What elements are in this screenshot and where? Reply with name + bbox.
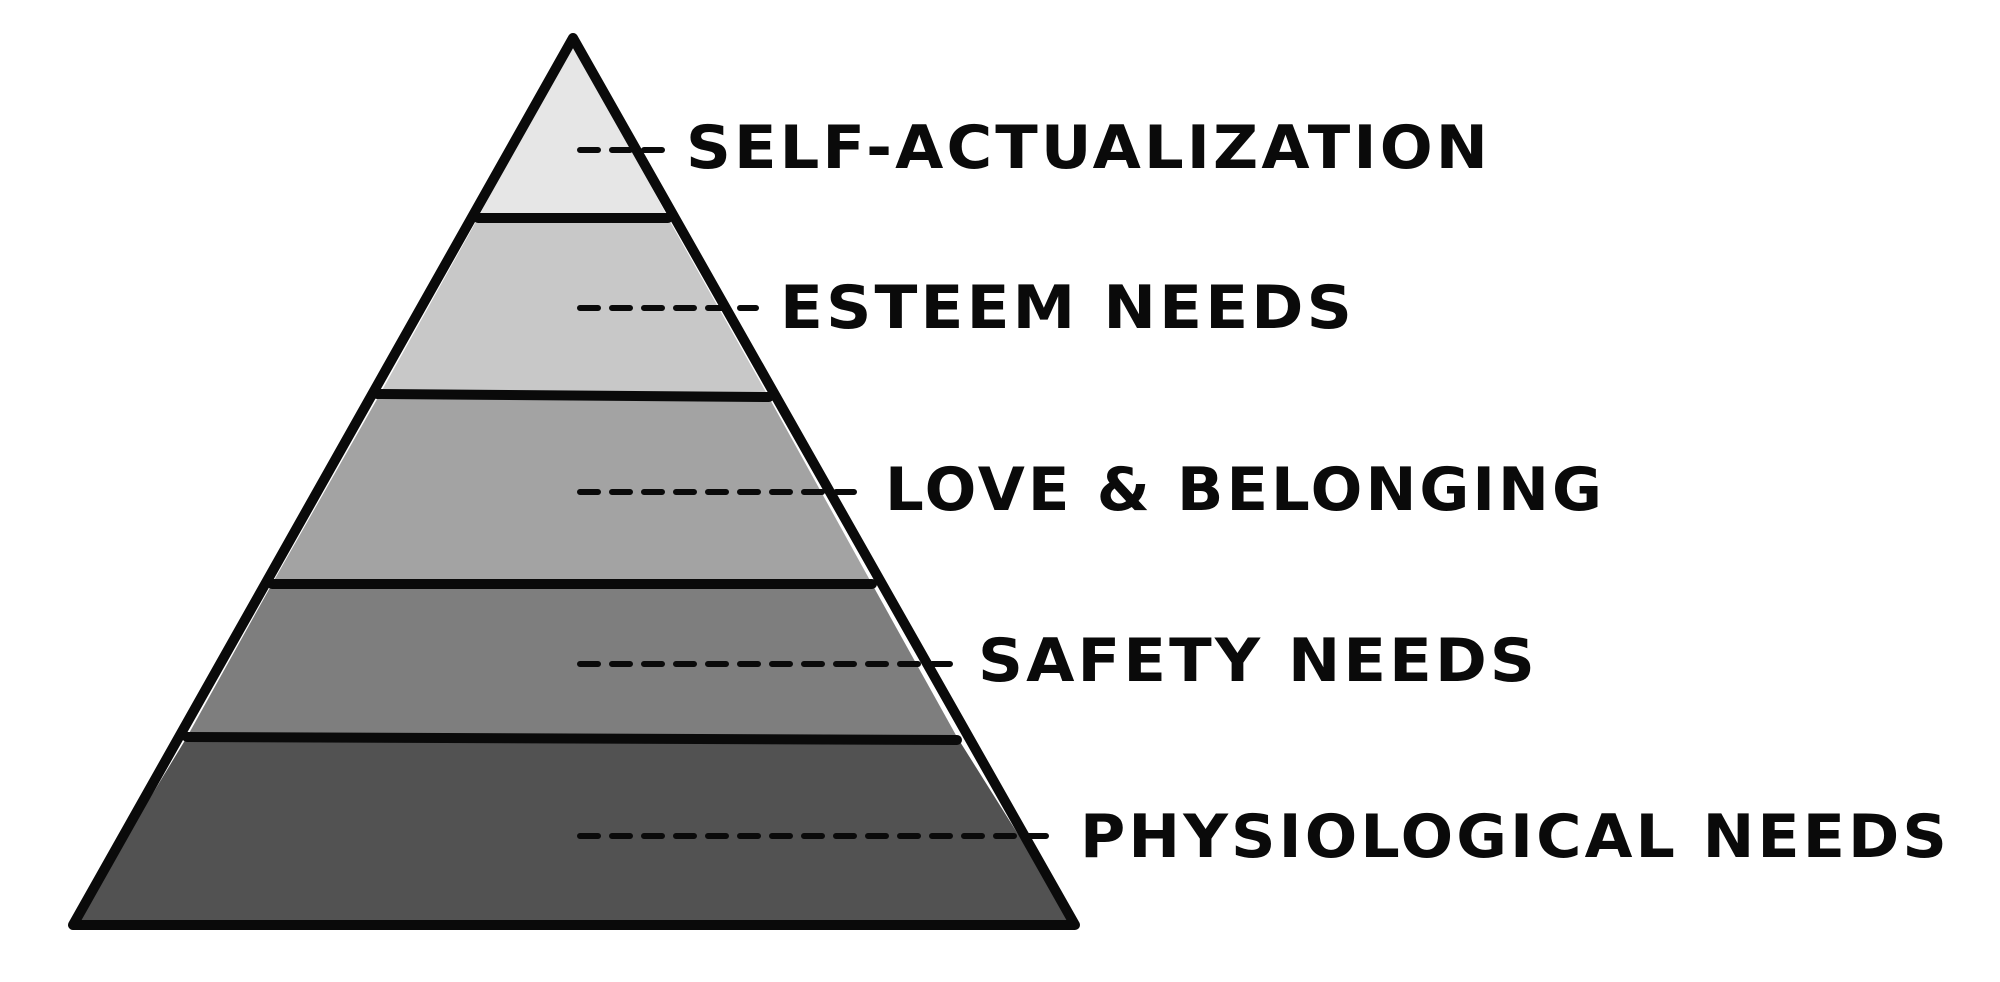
divider-4 bbox=[182, 732, 962, 745]
leader-lines bbox=[577, 147, 1061, 839]
pyramid-level-love-belonging bbox=[272, 394, 872, 584]
label-love-belonging: LOVE & BELONGING bbox=[885, 455, 1605, 525]
pyramid-level-self-actualization bbox=[478, 38, 668, 218]
pyramid-outer-border bbox=[68, 33, 1080, 930]
divider-2 bbox=[372, 389, 774, 402]
pyramid-level-physiological-needs bbox=[73, 737, 1075, 925]
pyramid-level-esteem-needs bbox=[380, 218, 767, 394]
label-esteem-needs: ESTEEM NEEDS bbox=[780, 273, 1355, 343]
label-safety-needs: SAFETY NEEDS bbox=[978, 626, 1538, 696]
pyramid bbox=[68, 33, 1080, 930]
pyramid-level-safety-needs bbox=[187, 584, 957, 737]
label-physiological-needs: PHYSIOLOGICAL NEEDS bbox=[1080, 802, 1950, 872]
level-labels: SELF-ACTUALIZATION ESTEEM NEEDS LOVE & B… bbox=[686, 113, 1950, 872]
pyramid-outline bbox=[68, 33, 1080, 930]
label-self-actualization: SELF-ACTUALIZATION bbox=[686, 113, 1491, 183]
